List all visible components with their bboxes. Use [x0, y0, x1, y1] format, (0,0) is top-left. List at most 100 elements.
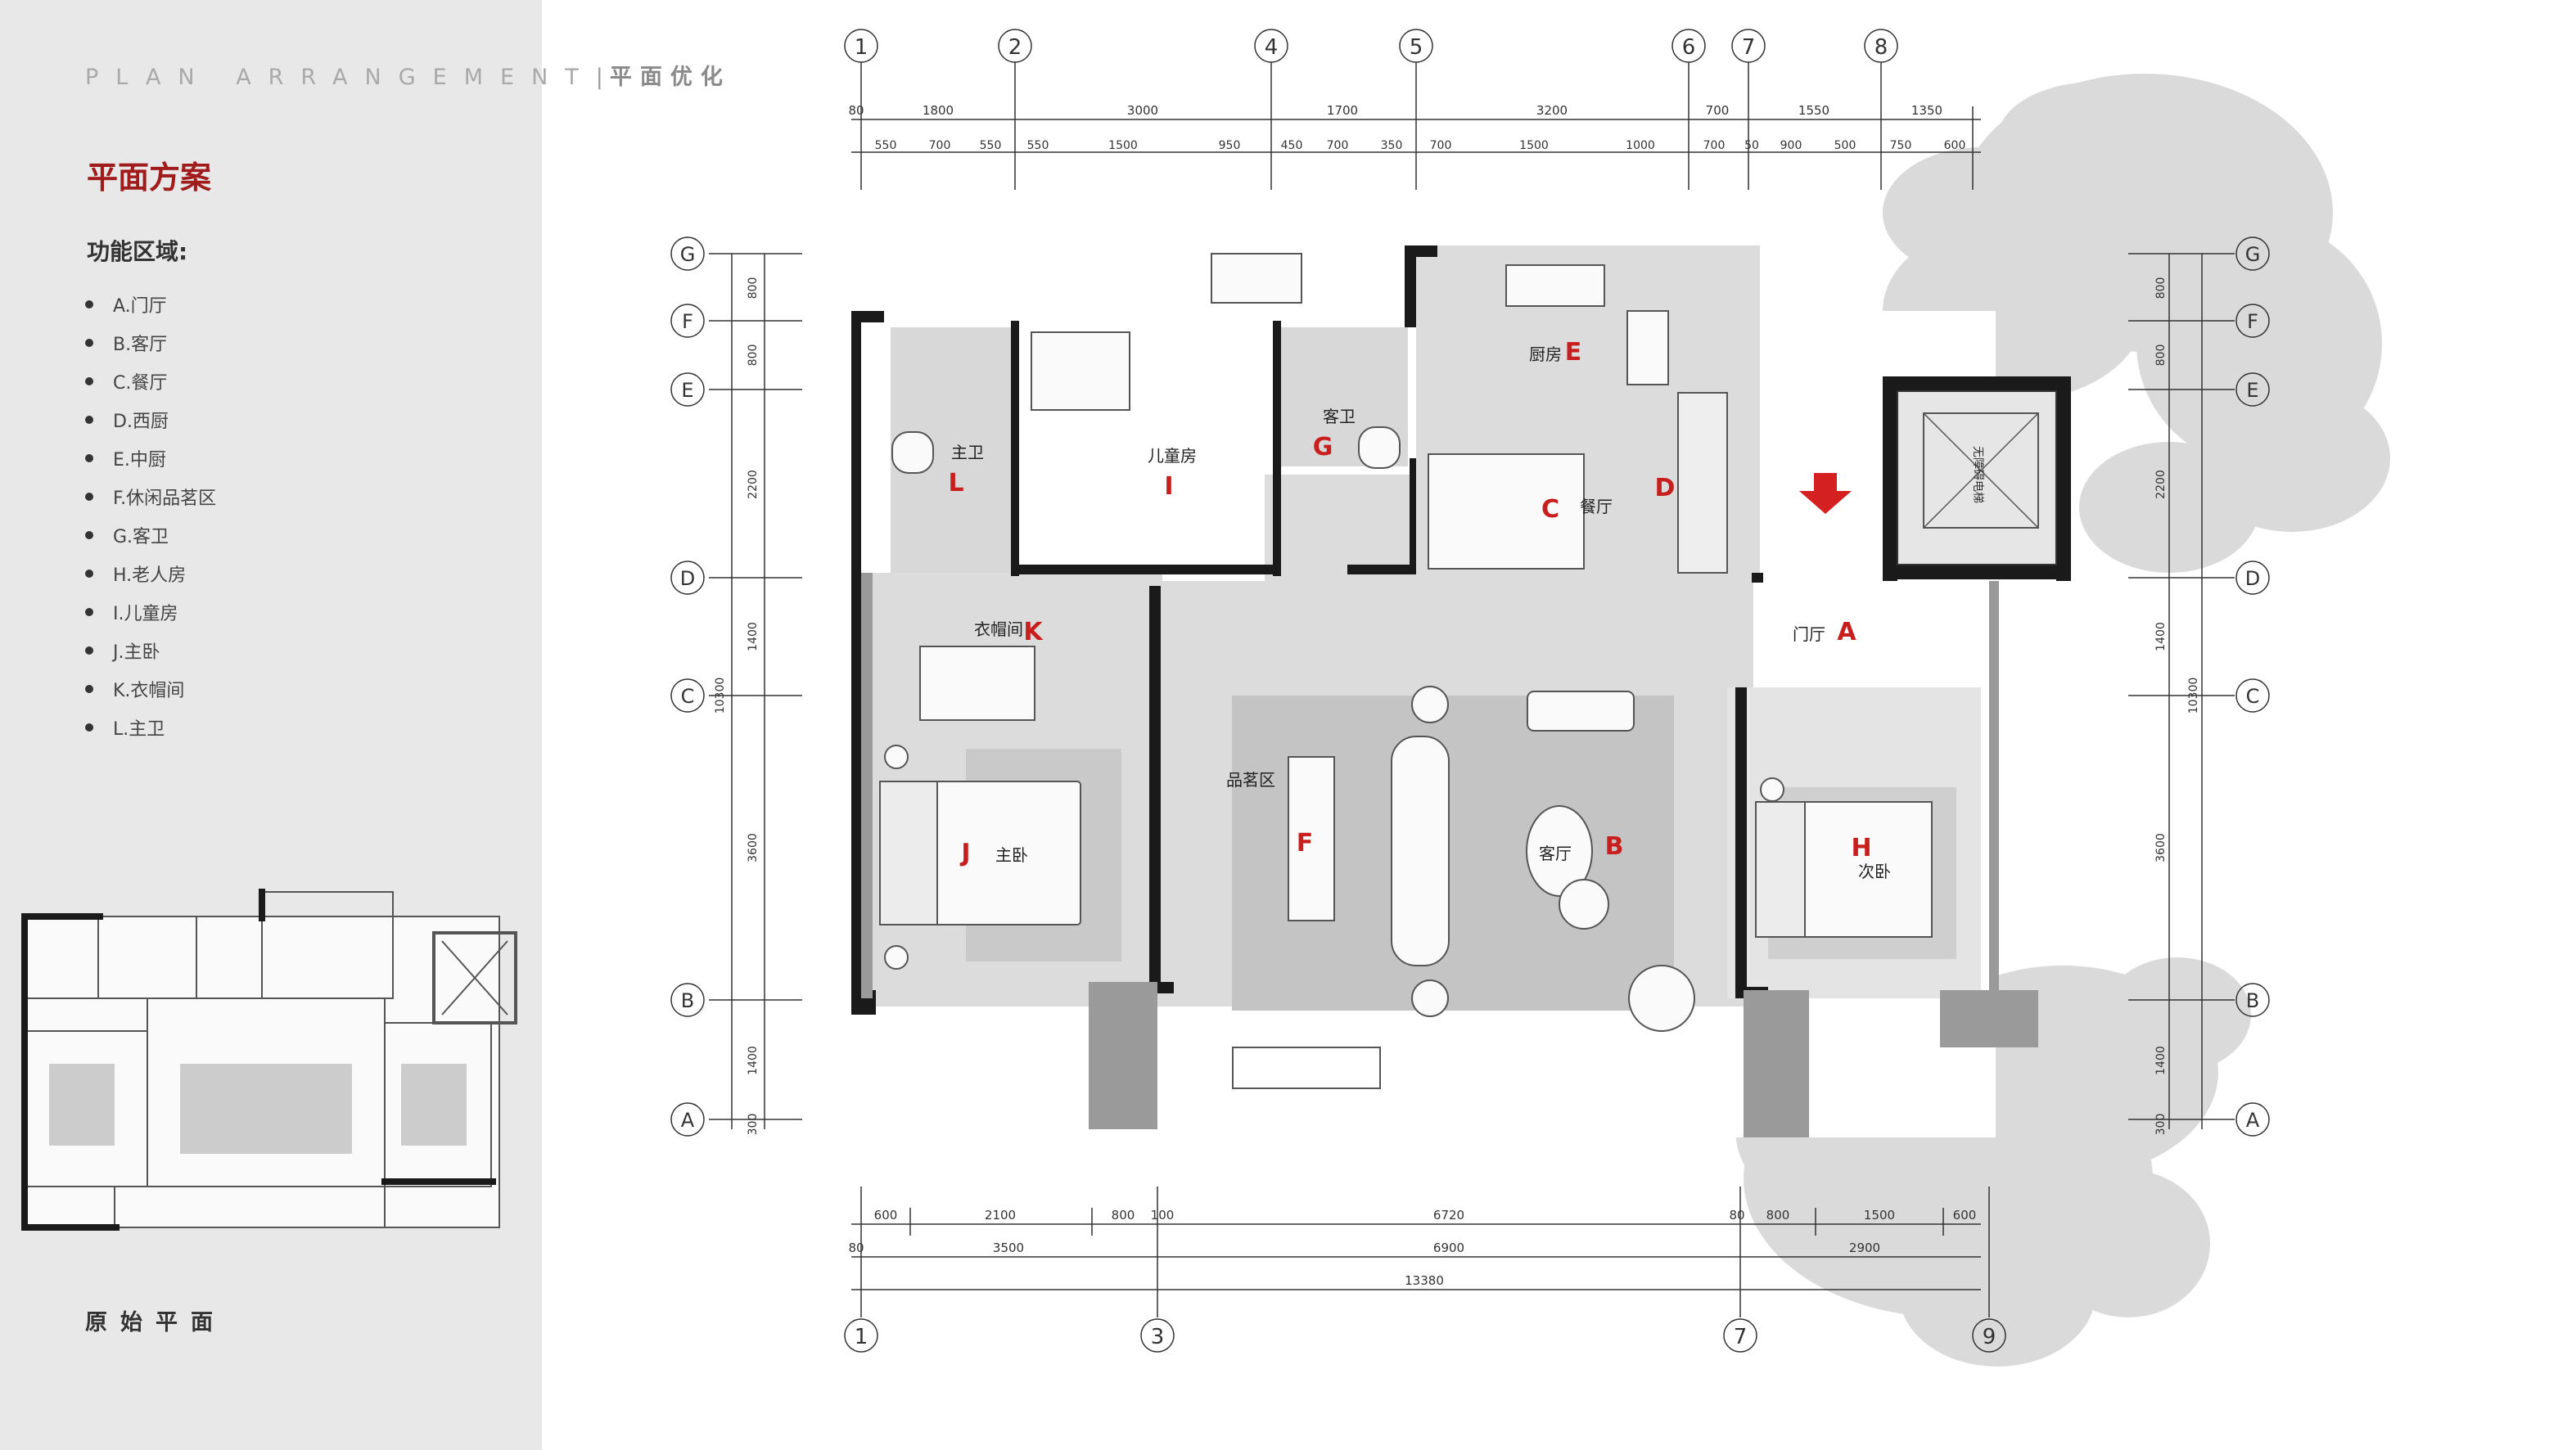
legend-text: J.主卧: [113, 642, 160, 663]
room-label-guest-bath: 客卫: [1323, 407, 1356, 426]
zone-letter-h: H: [1851, 834, 1871, 862]
dim-label: 2200: [747, 470, 760, 499]
bullet-icon: [85, 299, 93, 308]
dim-label: 800: [747, 277, 760, 299]
legend-item: D.西厨: [85, 400, 216, 439]
zone-letter-g: G: [1313, 433, 1333, 462]
dim-label: 6720: [1433, 1208, 1464, 1223]
dim-label: 700: [1703, 139, 1726, 152]
original-plan-label: 原始平面: [85, 1310, 226, 1335]
bullet-icon: [85, 415, 93, 424]
axis-label: 3: [1151, 1325, 1165, 1349]
zone-letter-i: I: [1164, 472, 1173, 501]
dim-total: 10300: [714, 678, 727, 714]
axis-label: G: [680, 243, 696, 266]
dim-label: 80: [848, 1241, 864, 1255]
zone-legend: A.门厅 B.客厅 C.餐厅 D.西厨 E.中厨 F.休闲品茗区 G.客卫 H.…: [85, 285, 216, 746]
axis-label: A: [2246, 1109, 2260, 1132]
dim-label: 550: [875, 139, 897, 152]
zone-letter-j: J: [959, 839, 970, 867]
legend-text: G.客卫: [113, 526, 169, 547]
zone-letter-b: B: [1605, 832, 1624, 861]
bullet-icon: [85, 338, 93, 347]
legend-item: H.老人房: [85, 554, 216, 592]
axis-label: 2: [1008, 35, 1022, 60]
axis-label: 7: [1742, 35, 1756, 60]
bullet-icon: [85, 376, 93, 385]
legend-text: F.休闲品茗区: [113, 488, 217, 509]
entry-arrow-icon: [1799, 473, 1852, 514]
header-separator: |: [595, 65, 603, 90]
dim-label: 700: [1430, 139, 1452, 152]
legend-text: E.中厨: [113, 449, 166, 471]
zone-letter-f: F: [1297, 829, 1314, 858]
bullet-icon: [85, 530, 93, 539]
room-label-tea: 品茗区: [1226, 770, 1275, 790]
dim-label: 800: [2154, 277, 2168, 299]
axis-label: C: [2246, 685, 2260, 708]
axis-label: E: [681, 379, 693, 402]
legend-item: B.客厅: [85, 323, 216, 362]
bullet-icon: [85, 492, 93, 501]
legend-text: B.客厅: [113, 334, 168, 355]
dim-label: 2900: [1849, 1241, 1880, 1255]
dim-label: 1350: [1911, 103, 1942, 118]
bottom-dim-labels-row2: 80 3500 6900 2900 13380: [848, 1241, 1880, 1288]
dim-label: 700: [1327, 139, 1349, 152]
legend-text: H.老人房: [113, 565, 187, 586]
floor-plan: 80 1800 3000 1700 3200 700 1550 1350 550…: [670, 29, 2390, 1367]
elevator-shaft: 无障碍电梯: [1897, 390, 2057, 565]
left-dimensions: [709, 253, 802, 1129]
dim-label: 750: [1890, 139, 1912, 152]
axis-label: 4: [1265, 35, 1279, 60]
axis-label: 1: [855, 35, 868, 60]
right-dimensions: [2128, 253, 2235, 1129]
dim-label: 1500: [1108, 139, 1138, 152]
top-dim-labels-row2: 550 700 550 550 1500 950 450 700 350 700…: [875, 139, 1966, 152]
zones-title: 功能区域:: [87, 238, 188, 265]
axis-label: D: [680, 567, 695, 590]
dim-label: 50: [1744, 139, 1759, 152]
right-axis-markers: G F E D C B A: [2235, 236, 2270, 1137]
dim-label: 800: [1766, 1208, 1790, 1223]
header-english: PLAN ARRANGEMENT: [85, 65, 596, 90]
room-labels: 厨房 餐厅 主卫 儿童房 客卫 门厅 衣帽间 品茗区 主卧 客厅 次卧: [951, 344, 1891, 881]
left-dim-labels: 800 800 2200 1400 3600 1400 300 10300: [714, 277, 760, 1136]
legend-item: L.主卫: [85, 708, 216, 746]
dim-label: 350: [1381, 139, 1403, 152]
bottom-axis-markers: 1 3 7 9: [844, 1318, 2006, 1353]
page-header: PLAN ARRANGEMENT|平面优化: [85, 59, 731, 91]
bottom-dim-labels-row1: 600 2100 800 100 6720 80 800 1500 600: [874, 1208, 1977, 1223]
dim-label: 2100: [985, 1208, 1016, 1223]
dim-label: 450: [1281, 139, 1303, 152]
axis-label: 6: [1682, 35, 1696, 60]
dim-label: 2200: [2154, 470, 2168, 499]
dim-label: 1700: [1327, 103, 1358, 118]
dim-label: 1500: [1519, 139, 1549, 152]
bottom-dimensions: [851, 1187, 1990, 1317]
dim-label: 950: [1219, 139, 1241, 152]
bullet-icon: [85, 684, 93, 693]
dim-label: 550: [980, 139, 1002, 152]
dim-label: 3600: [747, 833, 760, 862]
legend-item: C.餐厅: [85, 362, 216, 400]
legend-text: A.门厅: [113, 295, 167, 317]
bullet-icon: [85, 569, 93, 578]
legend-text: I.儿童房: [113, 603, 178, 624]
axis-label: F: [682, 310, 693, 333]
original-plan-thumbnail: [21, 889, 517, 1231]
dim-label: 1500: [1864, 1208, 1895, 1223]
dim-label: 1800: [923, 103, 954, 118]
zone-letter-e: E: [1565, 338, 1582, 367]
right-dim-labels: 800 800 2200 1400 3600 1400 300 10300: [2154, 277, 2200, 1136]
zone-letter-k: K: [1023, 618, 1044, 646]
bullet-icon: [85, 646, 93, 655]
dim-label: 700: [1706, 103, 1730, 118]
legend-item: J.主卧: [85, 631, 216, 669]
dim-label: 6900: [1433, 1241, 1464, 1255]
legend-text: C.餐厅: [113, 372, 168, 394]
zone-letter-d: D: [1655, 474, 1676, 502]
legend-item: A.门厅: [85, 285, 216, 323]
dim-total: 10300: [2187, 678, 2200, 714]
furniture: [879, 253, 1933, 1089]
